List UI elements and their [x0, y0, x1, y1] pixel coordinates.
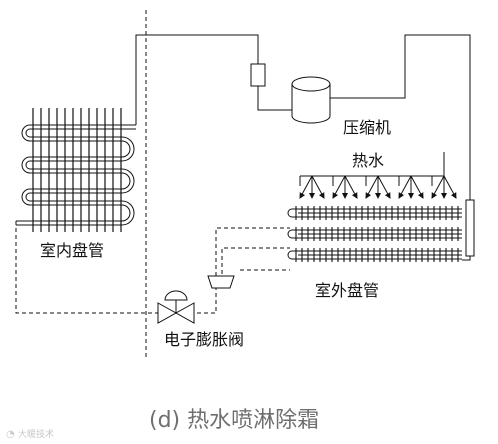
outdoor-coil-fins — [295, 206, 459, 262]
outdoor-coil-header — [465, 199, 475, 257]
hot-water-label: 热水 — [352, 151, 384, 170]
hot-water-spray — [299, 152, 457, 199]
accumulator — [250, 63, 266, 87]
indoor-coil — [16, 108, 136, 232]
watermark-icon: ◔ — [6, 429, 15, 440]
indoor-coil-label: 室内盘管 — [40, 241, 104, 260]
expansion-valve — [157, 290, 195, 324]
expansion-valve-label: 电子膨胀阀 — [164, 330, 244, 349]
liquid-line-dashed — [15, 221, 290, 314]
distributor — [207, 275, 235, 289]
watermark-text: 大暖技术 — [18, 428, 54, 440]
compressor — [291, 76, 331, 124]
indoor-coil-tube-inner — [16, 128, 136, 226]
indoor-coil-fins — [32, 108, 122, 232]
figure-caption: (d) 热水喷淋除霜 — [149, 408, 319, 433]
indoor-coil-tube-outer — [16, 124, 136, 222]
refrigerant-piping — [135, 34, 471, 261]
outdoor-coil — [287, 206, 462, 262]
valve-actuator — [164, 290, 188, 301]
outdoor-coil-label: 室外盘管 — [315, 281, 379, 300]
compressor-label: 压缩机 — [343, 118, 391, 137]
